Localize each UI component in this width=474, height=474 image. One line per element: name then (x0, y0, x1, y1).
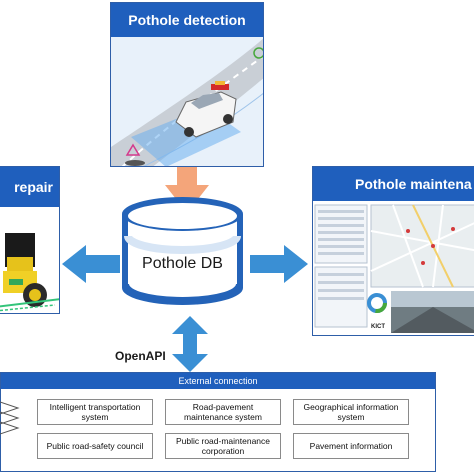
car-icon (175, 81, 237, 138)
pothole-db-label: Pothole DB (142, 255, 223, 272)
arrow-detection-to-db (165, 167, 209, 213)
pothole-repair-panel: repair (0, 166, 60, 314)
arrow-db-to-maintenance (250, 245, 308, 283)
pothole-repair-title: repair (0, 167, 59, 207)
ext-item-public-road-maintenance: Public road-maintenance corporation (165, 433, 281, 459)
pothole-detection-panel: Pothole detection (110, 2, 264, 167)
maintenance-screen-illustration (313, 201, 474, 335)
layers-icon (0, 401, 20, 435)
openapi-label: OpenAPI (115, 349, 166, 363)
external-connection-panel: External connection Intelligent transpor… (0, 372, 436, 472)
external-connection-title: External connection (1, 373, 435, 389)
pothole-detection-title: Pothole detection (111, 3, 263, 37)
warning-icon (125, 143, 141, 156)
pothole-maintenance-panel: Pothole maintena KICT (312, 166, 474, 336)
ext-item-public-road-safety: Public road-safety council (37, 433, 153, 459)
pothole-detection-illustration (111, 37, 263, 166)
ext-item-pavement-information: Pavement information (293, 433, 409, 459)
checkmark-icon (253, 47, 263, 59)
ext-item-intelligent-transportation: Intelligent transportation system (37, 399, 153, 425)
kict-logo: KICT (371, 324, 385, 330)
pothole-db-cylinder (122, 197, 243, 305)
ext-item-road-pavement-maintenance: Road-pavement maintenance system (165, 399, 281, 425)
repair-roller-illustration (0, 207, 59, 313)
pothole-maintenance-title: Pothole maintena (313, 167, 474, 201)
ext-item-geographical-information: Geographical information system (293, 399, 409, 425)
arrow-db-to-repair (62, 245, 120, 283)
arrow-db-external-bidirectional (172, 316, 208, 372)
